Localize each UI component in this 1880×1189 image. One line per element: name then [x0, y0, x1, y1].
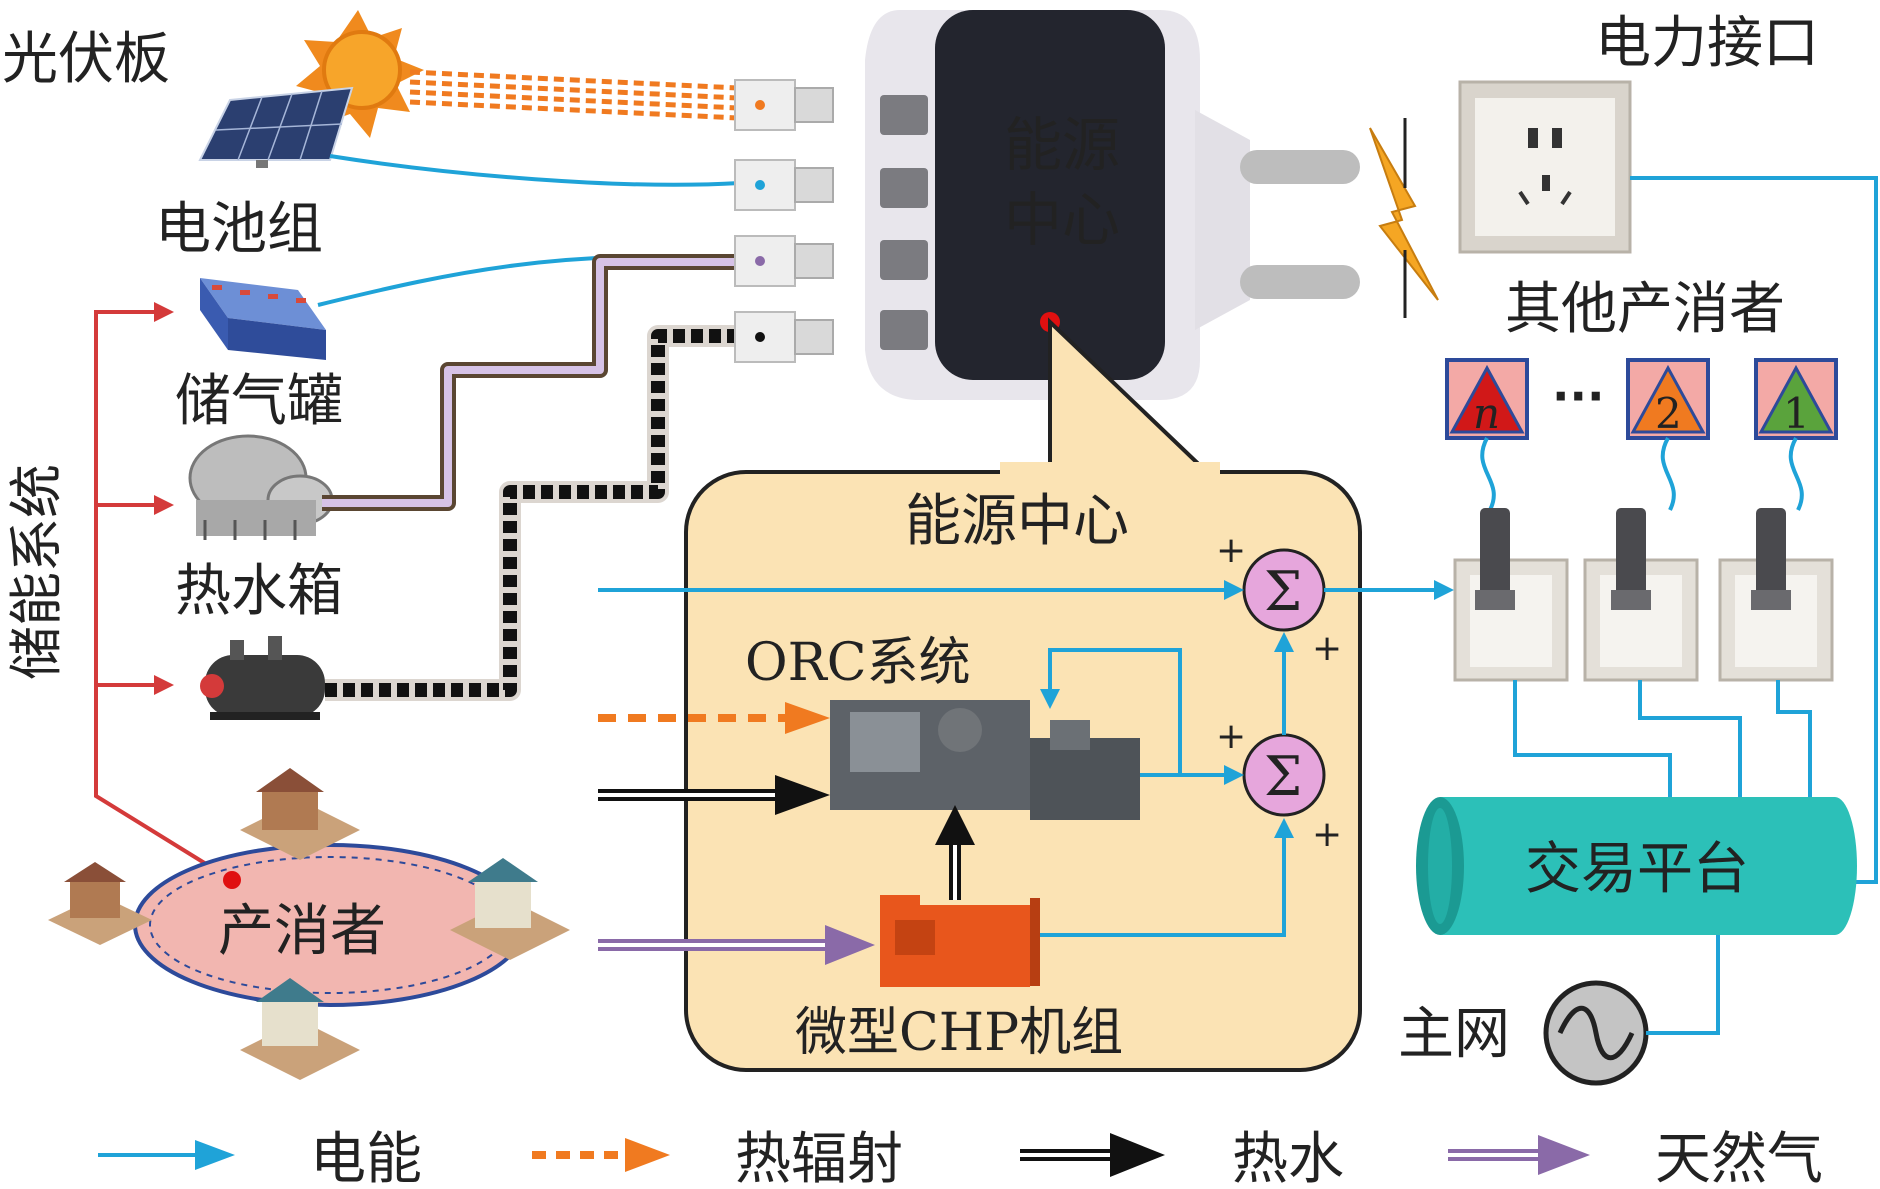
prosumer-tag-1: 1	[1754, 358, 1838, 440]
pv-panel-icon	[198, 86, 354, 168]
pv-panel-label: 光伏板	[2, 27, 170, 92]
plus-sign: +	[1216, 530, 1246, 571]
svg-text:n: n	[1473, 389, 1500, 438]
power-interface-label: 电力接口	[1595, 11, 1819, 76]
prosumer-label: 产消者	[218, 899, 386, 964]
sun-radiation-lines	[409, 69, 739, 121]
trading-platform-label: 交易平台	[1525, 837, 1749, 902]
house-icon	[240, 768, 360, 860]
legend-item-natural-gas: 天然气	[1448, 1127, 1823, 1189]
house-icon	[240, 978, 360, 1080]
storage-system-label: 储能系统	[5, 464, 68, 680]
micro-chp-label: 微型CHP机组	[795, 1003, 1123, 1063]
grid-to-platform-line	[1646, 935, 1720, 1035]
prosumer-cords	[1480, 437, 1804, 511]
sockets-to-platform-lines	[1513, 680, 1812, 800]
usb-plugs	[734, 79, 834, 363]
svg-text:1: 1	[1783, 389, 1810, 438]
other-prosumers-label: 其他产消者	[1505, 277, 1785, 342]
gas-pipe	[322, 254, 740, 511]
plus-sign: +	[1312, 628, 1342, 669]
prosumer-cluster	[48, 768, 570, 1080]
hot-water-tank-icon	[200, 636, 325, 720]
gas-tank-icon	[188, 434, 334, 540]
ellipsis: ···	[1552, 369, 1604, 423]
house-icon	[48, 862, 152, 945]
svg-text:2: 2	[1655, 389, 1682, 438]
legend: 电能 热辐射 热水 天然气	[98, 1127, 1823, 1189]
legend-item-heat-radiation: 热辐射	[532, 1127, 903, 1189]
battery-icon	[200, 278, 326, 360]
sum-node-bottom: Σ	[1242, 733, 1326, 817]
wall-socket-icon	[1458, 80, 1632, 254]
hot-water-tank-label: 热水箱	[175, 559, 343, 624]
hub-callout-join	[1000, 462, 1220, 484]
hub-panel-title: 能源中心	[905, 489, 1129, 554]
legend-item-electric: 电能	[98, 1127, 422, 1189]
ac-source-icon	[1543, 980, 1649, 1086]
hot-water-input	[598, 775, 830, 815]
hub-label-line1: 能源	[1004, 111, 1120, 179]
hub-electric-flows	[598, 580, 1454, 937]
battery-label: 电池组	[155, 197, 323, 262]
lightning-icon	[1369, 118, 1439, 318]
trading-platform	[1416, 797, 1857, 935]
natural-gas-input	[598, 925, 875, 965]
svg-text:电能: 电能	[310, 1127, 422, 1189]
svg-text:热水: 热水	[1232, 1127, 1344, 1189]
sum-node-top: Σ	[1242, 548, 1326, 632]
storage-arrows	[94, 302, 234, 882]
orc-system-label: ORC系统	[745, 633, 971, 693]
svg-text:Σ: Σ	[1264, 745, 1302, 808]
gas-tank-label: 储气罐	[175, 369, 343, 434]
heat-radiation-input	[598, 702, 830, 734]
svg-text:Σ: Σ	[1264, 560, 1302, 623]
plus-sign: +	[1216, 716, 1246, 757]
hub-label-line2: 中心	[1004, 186, 1120, 254]
svg-text:天然气: 天然气	[1655, 1127, 1823, 1189]
main-grid-label: 主网	[1398, 1002, 1510, 1067]
legend-item-hot-water: 热水	[1020, 1127, 1344, 1189]
energy-hub-charger	[865, 10, 1360, 400]
pv-to-hub-line	[329, 154, 741, 187]
plus-sign: +	[1312, 814, 1342, 855]
micro-chp-icon	[880, 895, 1040, 987]
orc-machine-icon	[830, 700, 1140, 820]
svg-text:热辐射: 热辐射	[735, 1127, 903, 1189]
hot-water-pipe	[325, 325, 740, 701]
prosumer-sockets	[1453, 508, 1834, 682]
prosumer-tag-n: n	[1445, 358, 1529, 440]
house-icon	[450, 858, 570, 960]
chp-to-orc-flow	[935, 805, 975, 900]
prosumer-tag-2: 2	[1626, 358, 1710, 440]
